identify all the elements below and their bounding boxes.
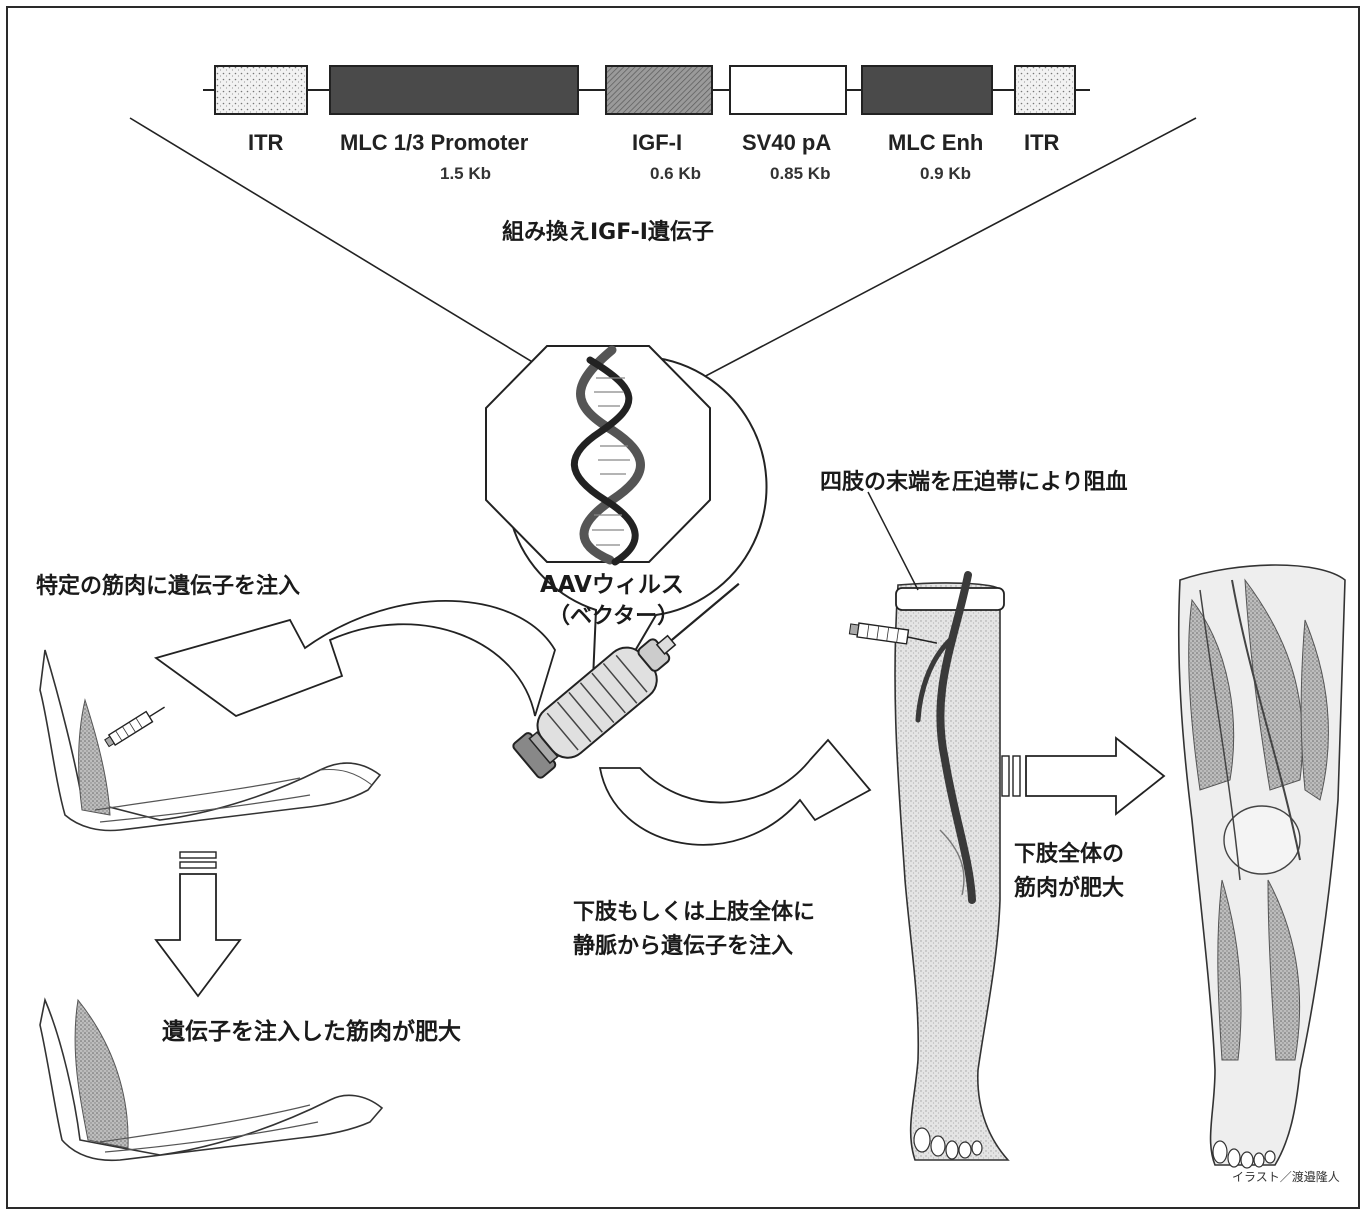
right-arrow-leg bbox=[1002, 738, 1164, 814]
itr-left-block bbox=[215, 66, 307, 114]
systemic-injection-line2: 静脈から遺伝子を注入 bbox=[573, 928, 793, 960]
sv40-block bbox=[730, 66, 846, 114]
zoom-line-right bbox=[622, 118, 1196, 420]
segment-label-sv40: SV40 pA bbox=[742, 130, 831, 156]
segment-label-mlc-promoter: MLC 1/3 Promoter bbox=[340, 130, 528, 156]
systemic-injection-line1: 下肢もしくは上肢全体に bbox=[573, 894, 815, 926]
down-arrow-arm bbox=[156, 852, 240, 996]
systemic-result-line2: 筋肉が肥大 bbox=[1014, 870, 1124, 902]
local-result-text: 遺伝子を注入した筋肉が肥大 bbox=[162, 1012, 461, 1046]
virus-sublabel: （ベクター） bbox=[548, 598, 679, 630]
tourniquet-band bbox=[896, 588, 1004, 610]
curved-arrow-to-leg bbox=[600, 740, 870, 845]
igf1-block bbox=[606, 66, 712, 114]
segment-size-mlc-enh: 0.9 Kb bbox=[920, 164, 971, 184]
illustration-credit: イラスト／渡邉隆人 bbox=[1232, 1168, 1340, 1185]
mlc-enh-block bbox=[862, 66, 992, 114]
tourniquet-pointer bbox=[868, 492, 918, 590]
segment-label-itr-right: ITR bbox=[1024, 130, 1059, 156]
curved-arrow-to-arm bbox=[156, 601, 555, 716]
segment-label-mlc-enh: MLC Enh bbox=[888, 130, 983, 156]
systemic-result-line1: 下肢全体の bbox=[1014, 836, 1124, 868]
virus-label: AAVウィルス bbox=[540, 565, 684, 599]
segment-size-mlc-promoter: 1.5 Kb bbox=[440, 164, 491, 184]
construct-caption: 組み換えIGF-I遺伝子 bbox=[502, 214, 714, 246]
local-injection-title: 特定の筋肉に遺伝子を注入 bbox=[36, 568, 300, 600]
leg-before-illustration bbox=[849, 575, 1008, 1160]
gene-construct bbox=[203, 66, 1090, 114]
segment-size-sv40: 0.85 Kb bbox=[770, 164, 830, 184]
itr-right-block bbox=[1015, 66, 1075, 114]
segment-size-igf1: 0.6 Kb bbox=[650, 164, 701, 184]
segment-label-igf1: IGF-I bbox=[632, 130, 682, 156]
zoom-line-left bbox=[130, 118, 582, 392]
tourniquet-text: 四肢の末端を圧迫帯により阻血 bbox=[820, 464, 1128, 496]
leg-after-illustration bbox=[1179, 565, 1345, 1168]
segment-label-itr-left: ITR bbox=[248, 130, 283, 156]
mlc-promoter-block bbox=[330, 66, 578, 114]
